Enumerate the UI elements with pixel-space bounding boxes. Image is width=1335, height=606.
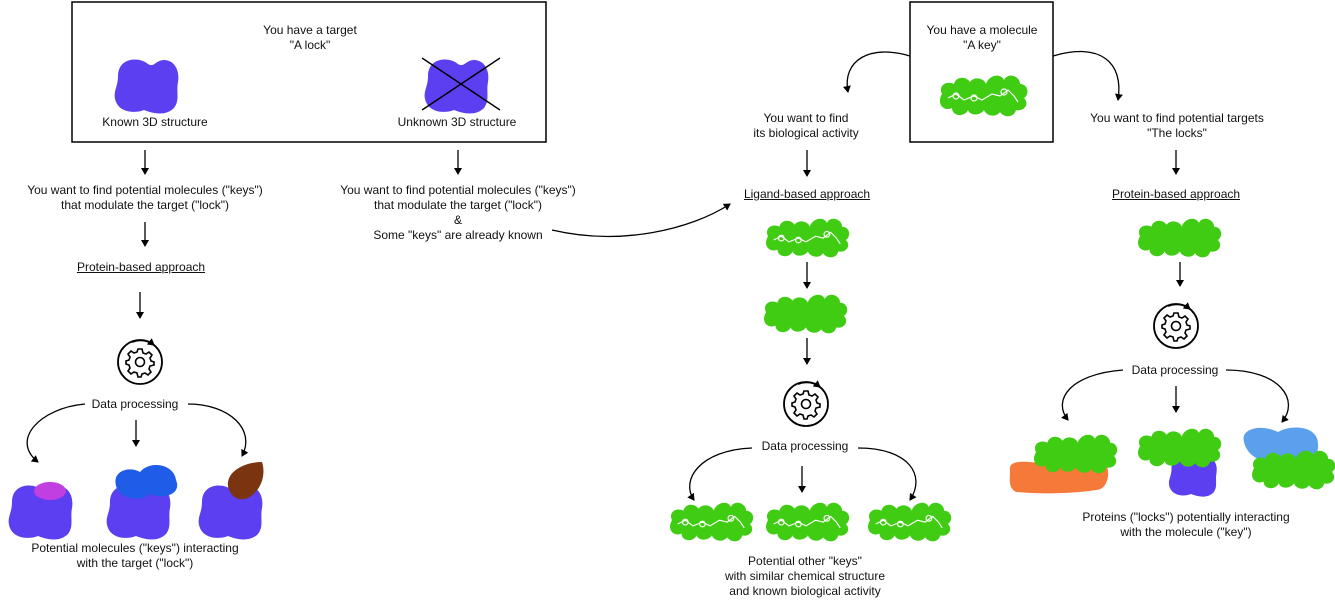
activity-result-line3: and known biological activity xyxy=(729,584,881,598)
activity-question: You want to find its biological activity xyxy=(736,111,876,141)
targets-question-line2: "The locks" xyxy=(1147,126,1207,140)
targets-result-line1: Proteins ("locks") potentially interacti… xyxy=(1082,510,1290,524)
gear-icon xyxy=(784,382,828,426)
key-molecule-shape xyxy=(670,502,754,542)
result-protein-3 xyxy=(1243,427,1335,490)
activity-approach-label: Ligand-based approach xyxy=(743,187,871,201)
key-molecule-shape xyxy=(868,502,952,542)
known-result: Potential molecules ("keys") interacting… xyxy=(0,541,270,571)
result-lock-2 xyxy=(106,465,178,540)
known-processing-label: Data processing xyxy=(91,397,179,411)
gear-icon xyxy=(118,340,162,384)
known-result-line1: Potential molecules ("keys") interacting xyxy=(31,541,239,555)
molecule-title: You have a molecule "A key" xyxy=(912,23,1052,53)
key-molecule-shape xyxy=(766,218,850,258)
unknown-question-line2: that modulate the target ("lock") xyxy=(374,198,542,212)
key-molecule-shape xyxy=(766,502,850,542)
key-molecule-shape xyxy=(764,294,848,334)
key-molecule-shape xyxy=(939,75,1028,117)
gear-icon xyxy=(1154,304,1198,348)
target-box xyxy=(71,1,547,143)
arrow-icon xyxy=(687,50,1289,501)
known-approach-label: Protein-based approach xyxy=(76,260,206,274)
unknown-question-line4: Some "keys" are already known xyxy=(373,228,543,242)
unknown-question-line3: & xyxy=(453,213,462,227)
targets-approach-label: Protein-based approach xyxy=(1111,187,1241,201)
target-title-line1: You have a target xyxy=(263,23,357,37)
unknown-question-line1: You want to find potential molecules ("k… xyxy=(340,183,576,197)
cross-out-icon xyxy=(421,57,501,111)
activity-processing-label: Data processing xyxy=(761,439,849,453)
result-protein-2 xyxy=(1138,428,1222,497)
activity-result: Potential other "keys" with similar chem… xyxy=(705,554,905,599)
targets-processing-label: Data processing xyxy=(1131,363,1219,377)
result-lock-3 xyxy=(198,462,264,540)
targets-question-line1: You want to find potential targets xyxy=(1090,111,1264,125)
activity-question-line2: its biological activity xyxy=(753,126,859,140)
molecule-title-line2: "A key" xyxy=(963,38,1001,52)
molecule-title-line1: You have a molecule xyxy=(926,23,1038,37)
activity-result-line1: Potential other "keys" xyxy=(748,554,862,568)
unknown-structure-label: Unknown 3D structure xyxy=(397,115,517,129)
target-title: You have a target "A lock" xyxy=(230,23,390,53)
known-question-line2: that modulate the target ("lock") xyxy=(61,198,229,212)
known-question: You want to find potential molecules ("k… xyxy=(0,183,290,213)
targets-result: Proteins ("locks") potentially interacti… xyxy=(1060,510,1312,540)
arrow-icon xyxy=(26,150,731,463)
result-protein-1 xyxy=(1009,434,1118,494)
key-molecule-shape xyxy=(1138,218,1222,258)
unknown-question: You want to find potential molecules ("k… xyxy=(313,183,603,243)
known-structure-label: Known 3D structure xyxy=(102,115,208,129)
known-question-line1: You want to find potential molecules ("k… xyxy=(27,183,263,197)
known-result-line2: with the target ("lock") xyxy=(76,556,194,570)
molecule-box xyxy=(909,1,1054,143)
activity-question-line1: You want to find xyxy=(763,111,849,125)
result-lock-1 xyxy=(8,482,73,540)
known-lock-shape xyxy=(114,59,179,114)
target-title-line2: "A lock" xyxy=(289,38,331,52)
activity-result-line2: with similar chemical structure xyxy=(724,569,886,583)
targets-result-line2: with the molecule ("key") xyxy=(1120,525,1252,539)
targets-question: You want to find potential targets "The … xyxy=(1070,111,1284,141)
